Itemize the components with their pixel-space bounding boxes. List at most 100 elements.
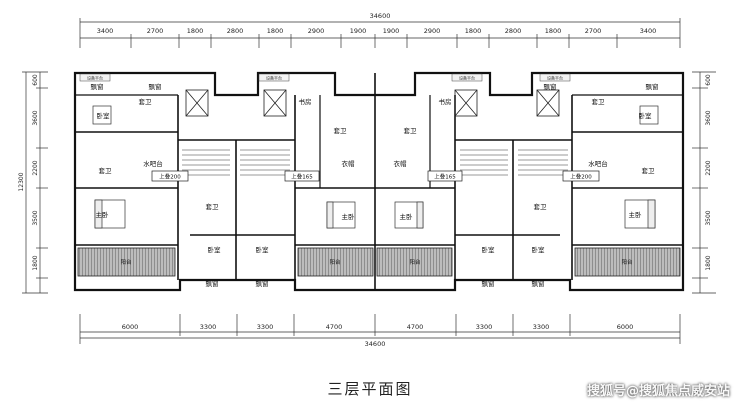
dim-top: 1800 <box>545 27 562 35</box>
dim-bottom: 4700 <box>407 323 424 331</box>
room-bay-window: 飘窗 <box>532 279 545 288</box>
dim-top: 3400 <box>640 27 657 35</box>
room-bay-window: 飘窗 <box>482 279 495 288</box>
dim-bottom: 3300 <box>257 323 274 331</box>
room-bay-window: 飘窗 <box>544 82 557 91</box>
equipment-label: 设备平台 <box>459 75 475 81</box>
room-bay-window: 飘窗 <box>206 279 219 288</box>
right-dimension-line <box>692 71 716 294</box>
room-ensuite: 套卫 <box>642 166 656 175</box>
room-study: 书房 <box>439 97 452 106</box>
dim-top: 1800 <box>267 27 284 35</box>
equipment-label: 设备平台 <box>266 75 282 81</box>
dim-top: 2700 <box>585 27 602 35</box>
dim-top: 2800 <box>227 27 244 35</box>
dim-top: 3400 <box>97 27 114 35</box>
watermark: 搜狐号@搜狐焦点威安站 <box>586 384 730 399</box>
furniture-beds <box>92 105 659 229</box>
room-ensuite: 套卫 <box>206 202 220 211</box>
room-ensuite: 套卫 <box>99 166 113 175</box>
left-dimension-labels: 12300 600 3600 2200 3500 1800 <box>18 74 39 271</box>
room-bay-window: 飘窗 <box>256 279 269 288</box>
room-bay-window: 飘窗 <box>646 82 659 91</box>
stair-up-165: 上叠165 <box>434 173 456 181</box>
room-ensuite: 套卫 <box>404 126 418 135</box>
dim-left: 3500 <box>32 210 39 225</box>
dim-left: 600 <box>32 74 39 86</box>
top-dimension-labels: 34600 3400 2700 1800 2800 1800 2900 1900… <box>97 12 657 35</box>
room-ensuite: 套卫 <box>334 126 348 135</box>
room-bay-window: 飘窗 <box>149 82 162 91</box>
stairs <box>182 149 568 176</box>
elevator-shafts <box>185 89 560 117</box>
room-bedroom: 卧室 <box>639 111 653 120</box>
dim-left-total: 12300 <box>18 172 25 191</box>
dim-left: 1800 <box>32 255 39 270</box>
stair-up-200: 上叠200 <box>159 173 181 181</box>
room-water-station: 水吧台 <box>588 159 608 168</box>
room-ensuite: 套卫 <box>534 202 548 211</box>
balconies <box>77 247 681 277</box>
room-bedroom: 卧室 <box>97 111 111 120</box>
room-wardrobe: 衣帽 <box>394 159 408 168</box>
room-balcony: 阳台 <box>621 258 633 266</box>
dim-top: 2900 <box>308 27 325 35</box>
bottom-dimension-line <box>79 314 681 344</box>
room-bedroom: 卧室 <box>482 245 496 254</box>
room-master-bedroom: 主卧 <box>342 212 356 221</box>
dim-right: 3500 <box>705 210 712 225</box>
dim-top: 1800 <box>187 27 204 35</box>
dim-bottom: 6000 <box>617 323 634 331</box>
left-dimension-line <box>22 71 48 294</box>
building-walls <box>73 71 685 292</box>
dim-top-total: 34600 <box>370 12 391 20</box>
dim-right: 3600 <box>705 110 712 125</box>
bottom-dimension-labels: 6000 3300 3300 4700 4700 3300 3300 6000 … <box>122 323 634 348</box>
top-dimension-line <box>79 18 681 48</box>
room-bedroom: 卧室 <box>256 245 270 254</box>
room-master-bedroom: 主卧 <box>629 210 643 219</box>
dim-right: 1800 <box>705 255 712 270</box>
dim-bottom: 3300 <box>200 323 217 331</box>
dim-right: 600 <box>705 74 712 86</box>
room-water-station: 水吧台 <box>143 159 163 168</box>
room-master-bedroom: 主卧 <box>96 210 110 219</box>
drawing-title: 三层平面图 <box>327 380 413 398</box>
room-ensuite: 套卫 <box>139 97 153 106</box>
equipment-label: 设备平台 <box>547 75 563 81</box>
room-bedroom: 卧室 <box>208 245 222 254</box>
room-balcony: 阳台 <box>329 258 341 266</box>
equipment-tags <box>79 73 571 82</box>
dim-bottom: 6000 <box>122 323 139 331</box>
dim-top: 1800 <box>465 27 482 35</box>
right-dimension-labels: 600 3600 2200 3500 1800 <box>705 74 712 271</box>
room-wardrobe: 衣帽 <box>342 159 356 168</box>
dim-bottom-total: 34600 <box>365 340 386 348</box>
room-study: 书房 <box>299 97 312 106</box>
dim-top: 1900 <box>350 27 367 35</box>
dim-top: 2800 <box>505 27 522 35</box>
dim-bottom: 3300 <box>533 323 550 331</box>
dim-top: 2700 <box>147 27 164 35</box>
dim-left: 3600 <box>32 110 39 125</box>
room-master-bedroom: 主卧 <box>400 212 414 221</box>
dim-left: 2200 <box>32 160 39 175</box>
stair-tags <box>151 170 600 182</box>
equipment-labels: 设备平台 设备平台 设备平台 设备平台 <box>87 75 563 81</box>
equipment-label: 设备平台 <box>87 75 103 81</box>
room-ensuite: 套卫 <box>592 97 606 106</box>
dim-bottom: 3300 <box>476 323 493 331</box>
room-bedroom: 卧室 <box>532 245 546 254</box>
stair-up-200: 上叠200 <box>570 173 592 181</box>
room-bay-window: 飘窗 <box>91 82 104 91</box>
dim-top: 1900 <box>383 27 400 35</box>
dim-bottom: 4700 <box>326 323 343 331</box>
dim-top: 2900 <box>424 27 441 35</box>
room-balcony: 阳台 <box>409 258 421 266</box>
room-balcony: 阳台 <box>120 258 132 266</box>
stair-labels: 上叠200 上叠165 上叠165 上叠200 <box>159 173 592 181</box>
stair-up-165: 上叠165 <box>291 173 313 181</box>
room-labels: 飘窗 飘窗 飘窗 飘窗 卧室 卧室 套卫 套卫 套卫 套卫 套卫 套卫 套卫 套… <box>91 82 659 288</box>
dim-right: 2200 <box>705 160 712 175</box>
